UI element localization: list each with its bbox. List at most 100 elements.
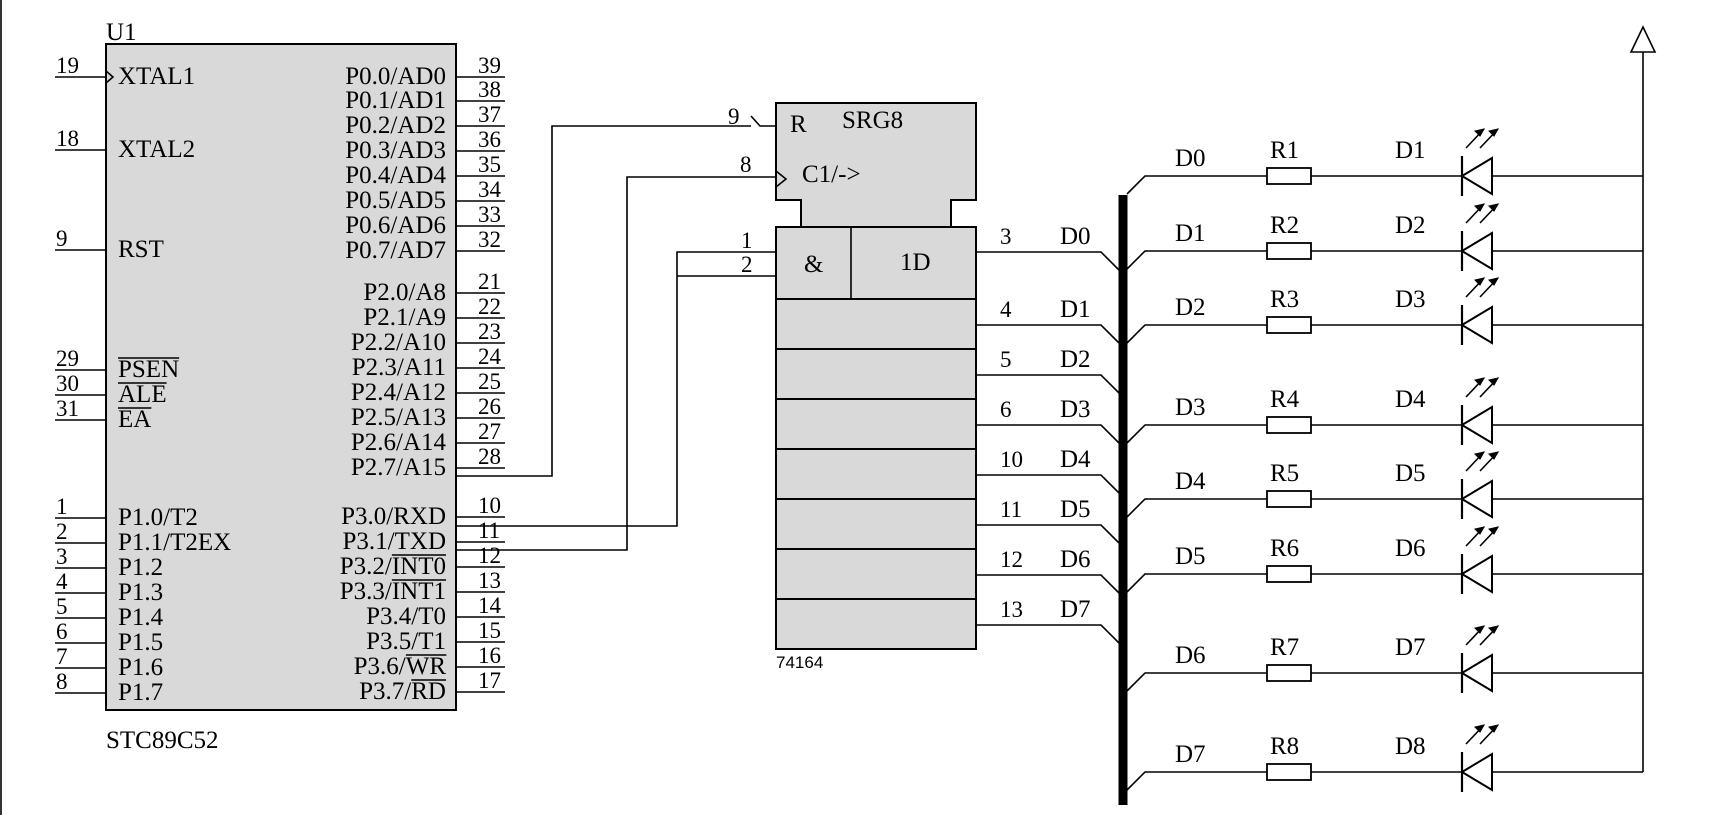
mcu-pin-number: 3 — [56, 544, 68, 569]
mcu-pin-number: 7 — [56, 644, 68, 669]
emission-arrow-head — [1474, 128, 1485, 137]
resistor-icon — [1266, 490, 1312, 508]
mcu-pin-name: P0.2/AD2 — [345, 112, 446, 139]
row-net-label: D0 — [1175, 145, 1206, 172]
mcu-ref-label: U1 — [106, 19, 137, 46]
srg-clock-pin: 8 — [740, 152, 752, 177]
mcu-pin-number: 1 — [56, 494, 68, 519]
mcu-pin-number: 4 — [56, 569, 68, 594]
mcu-pin-number: 18 — [56, 126, 79, 151]
mcu-pin-name: P0.6/AD6 — [345, 212, 446, 239]
resistor-label: R2 — [1270, 212, 1299, 239]
mcu-pin-name: P2.2/A10 — [351, 329, 446, 356]
led-label: D2 — [1395, 212, 1426, 239]
clock-marker-icon — [105, 70, 115, 84]
emission-arrow-head — [1474, 377, 1485, 386]
mcu-pin-name: P0.1/AD1 — [345, 87, 446, 114]
mcu-pin-name: P2.0/A8 — [363, 279, 446, 306]
mcu-pin-name: P0.5/AD5 — [345, 187, 446, 214]
mcu-pin-number: 16 — [478, 643, 501, 668]
resistor-icon — [1266, 565, 1312, 583]
vcc-arrow-icon — [1629, 25, 1657, 53]
mcu-pin-name: P0.0/AD0 — [345, 63, 446, 90]
emission-arrow-head — [1474, 277, 1485, 286]
mcu-pin-number: 15 — [478, 618, 501, 643]
mcu-pin-number: 12 — [478, 543, 501, 568]
srg-output-pin-number: 4 — [1000, 297, 1012, 322]
mcu-pin-name: P2.3/A11 — [352, 354, 446, 381]
resistor-label: R6 — [1270, 535, 1299, 562]
mcu-pin-name: P3.6/WR — [354, 653, 447, 680]
srg-cell — [775, 498, 977, 550]
mcu-pin-name: EA — [118, 406, 151, 433]
resistor-label: R8 — [1270, 733, 1299, 760]
led-diode-icon — [1460, 405, 1493, 445]
srg-cell — [775, 598, 977, 650]
mcu-pin-name: P3.7/RD — [359, 678, 446, 705]
mcu-pin-name: P3.2/INT0 — [340, 553, 446, 580]
led-diode-icon — [1460, 653, 1493, 693]
led-label: D6 — [1395, 535, 1426, 562]
srg-input-pin-1: 1 — [741, 228, 753, 253]
bus-tap-wire — [1126, 175, 1267, 195]
bus-tap-wire — [1126, 771, 1267, 791]
row-net-label: D4 — [1175, 468, 1206, 495]
led-label: D3 — [1395, 286, 1426, 313]
resistor-icon — [1266, 763, 1312, 781]
led-diode-icon — [1460, 479, 1493, 519]
emission-arrow-head — [1474, 203, 1485, 212]
emission-arrow-head — [1488, 203, 1499, 212]
mcu-pin-name: XTAL2 — [118, 136, 195, 163]
mcu-pin-number: 2 — [56, 519, 68, 544]
srg-output-pin-number: 11 — [1000, 497, 1022, 522]
resistor-label: R7 — [1270, 634, 1299, 661]
mcu-pin-number: 29 — [56, 346, 79, 371]
resistor-icon — [1266, 664, 1312, 682]
mcu-pin-number: 31 — [56, 396, 79, 421]
srg-output-pin-number: 6 — [1000, 397, 1012, 422]
led-diode-icon — [1460, 231, 1493, 271]
mcu-pin-name: P1.2 — [118, 554, 163, 581]
srg-output-pin-number: 5 — [1000, 347, 1012, 372]
srg-cell — [775, 298, 977, 350]
srg-reset-pin: 9 — [728, 104, 740, 129]
mcu-pin-number: 26 — [478, 394, 501, 419]
led-label: D1 — [1395, 137, 1426, 164]
srg-output-net-label: D7 — [1060, 596, 1091, 623]
mcu-pin-name: P2.6/A14 — [351, 429, 447, 456]
mcu-pin-name: P0.3/AD3 — [345, 137, 446, 164]
srg-and-label: & — [804, 251, 823, 278]
mcu-pin-name: P1.0/T2 — [118, 504, 198, 531]
srg-part-label: 74164 — [776, 653, 823, 672]
row-net-label: D1 — [1175, 220, 1206, 247]
resistor-icon — [1266, 316, 1312, 334]
srg-clock-label: C1/-> — [802, 161, 861, 188]
srg-output-pin-number: 3 — [1000, 224, 1012, 249]
led-row: D1 R2 D2 — [1126, 203, 1643, 271]
mcu-pin-number: 10 — [478, 493, 501, 518]
srg-cell — [775, 398, 977, 450]
led-row: D0 R1 D1 — [1126, 128, 1643, 196]
led-label: D8 — [1395, 733, 1426, 760]
mcu-pin-number: 21 — [478, 269, 501, 294]
mcu-pin-number: 34 — [478, 177, 502, 202]
srg-data-label: 1D — [900, 249, 931, 276]
resistor-label: R1 — [1270, 137, 1299, 164]
emission-arrow-head — [1474, 526, 1485, 535]
mcu-pin-number: 9 — [56, 226, 68, 251]
mcu-pin-name: P1.6 — [118, 654, 163, 681]
srg-output-pin-number: 10 — [1000, 447, 1023, 472]
srg-output-wire — [976, 474, 1120, 494]
srg-title: SRG8 — [842, 107, 903, 134]
row-net-label: D3 — [1175, 394, 1206, 421]
emission-arrow-head — [1488, 128, 1499, 137]
